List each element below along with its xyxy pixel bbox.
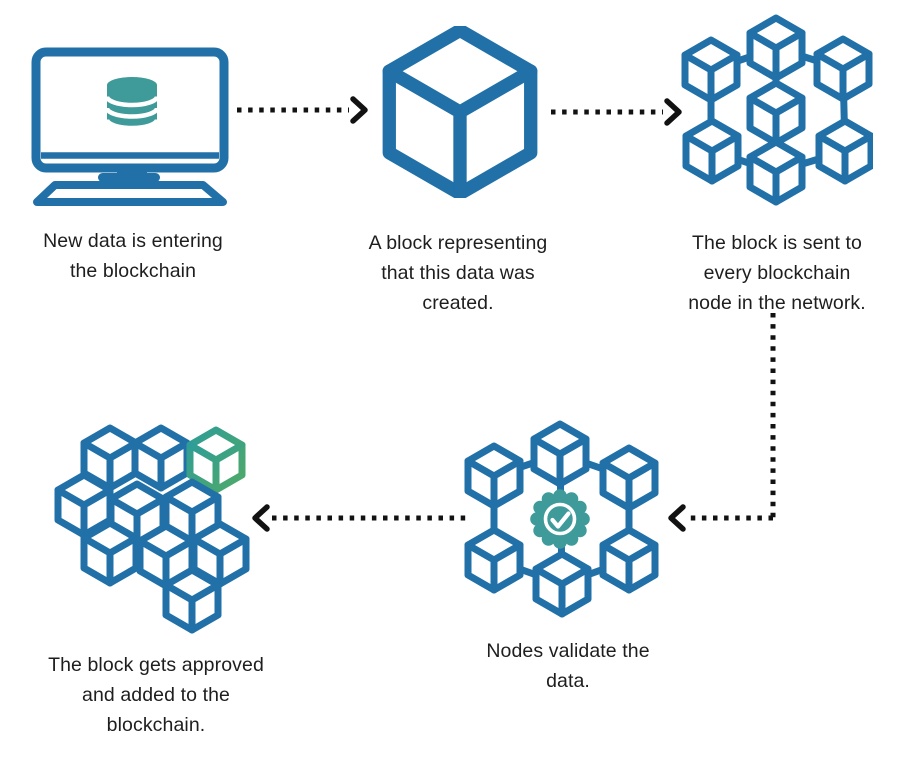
arrow-right-icon [350, 96, 368, 124]
caption-line: the blockchain [69, 260, 197, 282]
checkmark-icon [550, 511, 571, 529]
check-badge-icon [530, 489, 590, 549]
approved-block-cube [190, 430, 242, 490]
validation-network-icon [460, 420, 665, 620]
block-cube-icon [378, 26, 543, 198]
arrow-right-icon [664, 98, 682, 126]
blockchain-network-icon [678, 13, 873, 213]
arrow-step4-to-step5 [252, 504, 470, 532]
caption-line: node in the network. [688, 292, 866, 314]
computer-database-icon [31, 47, 229, 206]
arrow-left-icon [668, 504, 686, 532]
caption-line: and added to the [82, 684, 230, 706]
caption-line: Nodes validate the [486, 640, 650, 662]
caption-line: data. [546, 670, 590, 692]
arrow-step2-to-step3 [551, 98, 682, 126]
caption-line: New data is entering [43, 230, 223, 252]
step-caption-block-created: A block representing that this data was … [338, 228, 578, 318]
caption-line: blockchain. [106, 714, 206, 736]
arrow-step3-to-step4 [668, 313, 776, 532]
database-icon [104, 77, 160, 131]
caption-line: every blockchain [703, 262, 851, 284]
caption-line: The block is sent to [692, 232, 862, 254]
step-caption-block-sent: The block is sent to every blockchain no… [657, 228, 897, 318]
step-caption-block-approved: The block gets approved and added to the… [36, 650, 276, 740]
step-caption-new-data: New data is entering the blockchain [13, 226, 253, 286]
arrow-step1-to-step2 [237, 96, 368, 124]
caption-line: A block representing [368, 232, 548, 254]
caption-line: created. [422, 292, 494, 314]
step-caption-nodes-validate: Nodes validate the data. [448, 636, 688, 696]
blockchain-cluster-icon [48, 418, 258, 638]
caption-line: The block gets approved [48, 654, 264, 676]
caption-line: that this data was [381, 262, 535, 284]
monitor-icon [31, 47, 229, 206]
arrow-left-icon [252, 504, 270, 532]
